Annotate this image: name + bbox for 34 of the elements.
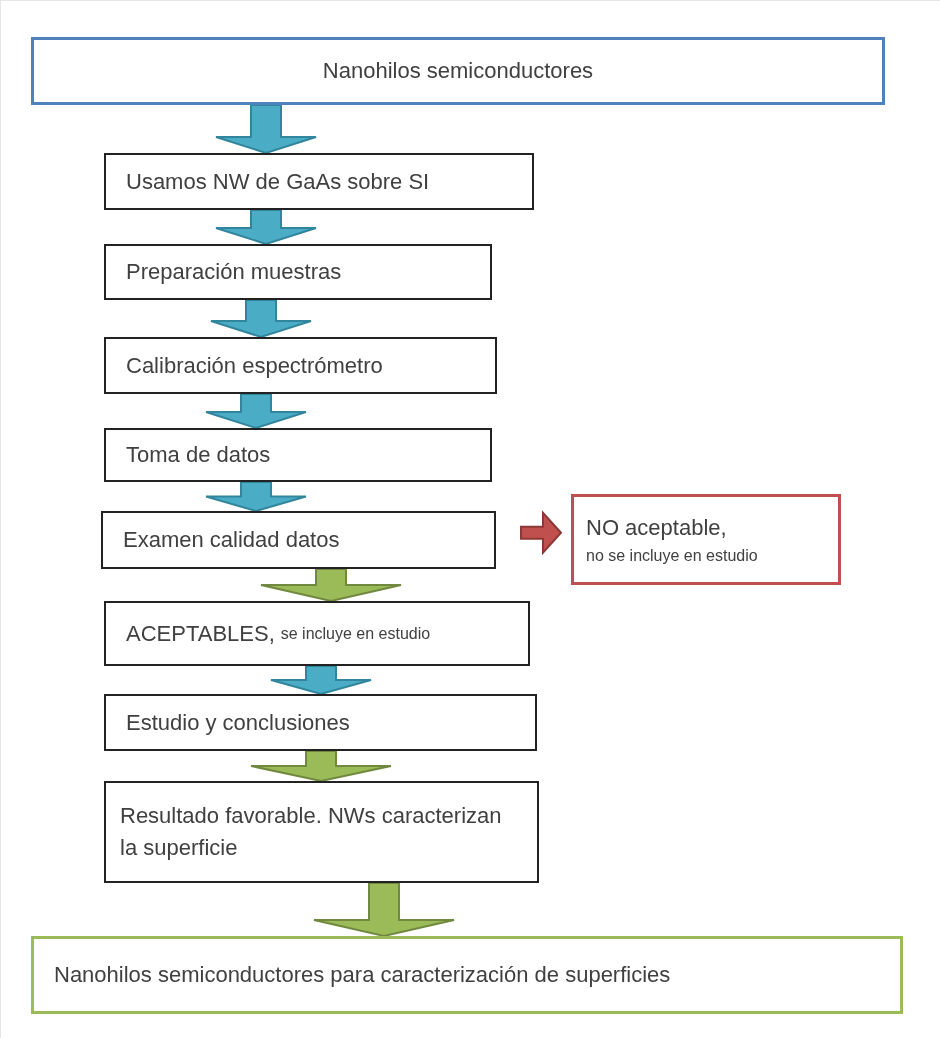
block-arrow (215, 104, 317, 155)
box-text: ACEPTABLES, (126, 619, 275, 648)
process-box (104, 428, 492, 482)
note-text: no se incluye en estudio (586, 545, 758, 566)
box-text: Usamos NW de GaAs sobre SI (126, 167, 430, 196)
block-arrow (205, 481, 307, 513)
box-text: Examen calidad datos (123, 526, 340, 555)
process-box (104, 337, 497, 394)
process-box (101, 511, 496, 569)
block-arrow (215, 209, 317, 246)
note-text: se incluye en estudio (280, 623, 431, 644)
process-box (104, 153, 534, 210)
box-text: Resultado favorable. NWs caracterizan la superficie (120, 802, 503, 862)
block-arrow (270, 665, 372, 696)
block-arrow (250, 750, 392, 783)
block-arrow (520, 510, 563, 556)
block-arrow (260, 568, 402, 603)
process-box (104, 694, 537, 751)
box-text: Nanohilos semiconductores (322, 57, 594, 86)
block-arrow (313, 882, 455, 938)
box-text: Calibración espectrómetro (126, 351, 383, 380)
block-arrow (210, 299, 312, 339)
box-text: Toma de datos (126, 441, 271, 470)
process-box (571, 494, 841, 585)
box-text: Estudio y conclusiones (126, 708, 350, 737)
box-text: Nanohilos semiconductores para caracterización de superficies (54, 961, 671, 990)
process-box (31, 37, 885, 105)
box-text: Preparación muestras (126, 258, 342, 287)
block-arrow (205, 393, 307, 430)
box-text: NO aceptable, (586, 513, 727, 542)
process-box (104, 781, 539, 883)
process-box (104, 601, 530, 666)
process-box (31, 936, 903, 1014)
process-box (104, 244, 492, 300)
